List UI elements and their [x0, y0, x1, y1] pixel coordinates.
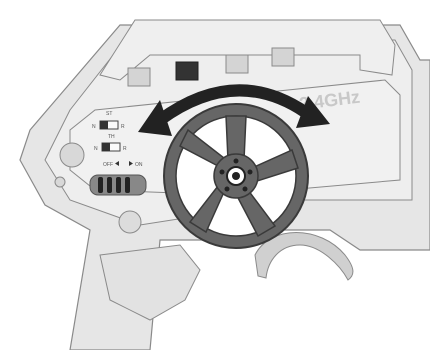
- switch-st-top-label: ST: [106, 111, 112, 117]
- grip-button: [119, 211, 141, 233]
- switch-th-right-label: R: [123, 146, 127, 152]
- switch-th-top-label: TH: [108, 134, 115, 140]
- power-off-label: OFF: [103, 162, 113, 168]
- indicator-led: [55, 177, 65, 187]
- power-on-label: ON: [135, 162, 143, 168]
- switch-st-left-label: N: [92, 124, 96, 130]
- steering-wheel-icon: [164, 104, 308, 248]
- switch-th-left-label: N: [94, 146, 98, 152]
- bind-button: [60, 143, 84, 167]
- switch-st-right-label: R: [121, 124, 125, 130]
